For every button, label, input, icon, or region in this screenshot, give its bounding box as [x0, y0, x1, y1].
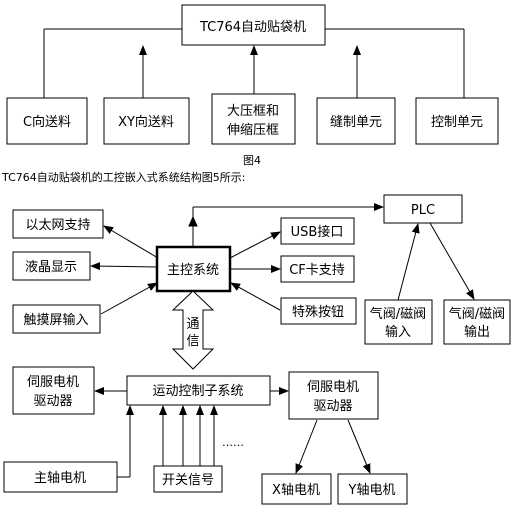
arrow-from-special	[230, 282, 281, 311]
arrow-main-up-head	[188, 215, 198, 227]
box-special-button	[280, 297, 357, 325]
arrow-to-x-motor	[295, 419, 318, 474]
box-valve-output	[443, 299, 511, 345]
box-control-unit	[415, 97, 499, 145]
main-control-label: 主控系统	[167, 263, 219, 278]
box-xy-feed-label: XY向送料	[118, 114, 174, 130]
box-special-button-label: 特殊按钮	[292, 305, 344, 320]
box-lcd-label: 液晶显示	[25, 260, 77, 275]
box-ethernet	[12, 209, 104, 239]
arrow-to-lcd	[90, 262, 158, 271]
system-diagram: 主控系统 以太网支持 液晶显示 触摸屏输入 USB接口 CF卡支持 特殊按钮 P…	[3, 194, 511, 505]
box-servo-right	[288, 371, 379, 420]
box-cf-label: CF卡支持	[289, 263, 345, 278]
top-diagram: TC764自动贴袋机 C向送料 XY向送料 大压框和 伸缩压框 缝制单元 控制单…	[6, 4, 499, 145]
box-x-motor-label: X轴电机	[272, 483, 320, 498]
box-xy-feed	[103, 97, 190, 145]
box-y-motor-label: Y轴电机	[348, 483, 396, 498]
box-sewing-unit-label: 缝制单元	[330, 115, 382, 130]
comm-label-1: 通	[186, 317, 199, 332]
arrow-from-touch	[100, 282, 158, 315]
box-y-motor	[337, 473, 408, 505]
figure-caption: 图4	[243, 154, 261, 167]
comm-double-arrow	[171, 290, 215, 370]
root-box	[181, 4, 326, 46]
box-spindle-motor	[3, 461, 118, 493]
box-press-frame-line1: 大压框和	[227, 104, 279, 119]
box-c-feed-label: C向送料	[23, 114, 71, 130]
box-control-unit-label: 控制单元	[431, 115, 483, 130]
comm-label-2: 信	[186, 334, 199, 349]
box-plc-label: PLC	[411, 203, 435, 218]
arrow-plc-from-input	[397, 223, 420, 301]
arrow-plc-to-output	[429, 222, 475, 300]
box-lcd	[12, 251, 91, 281]
box-servo-right-line1: 伺服电机	[307, 380, 359, 395]
box-usb-label: USB接口	[291, 224, 344, 240]
ellipsis-dots: ……	[222, 436, 244, 449]
box-plc	[383, 194, 463, 224]
box-motion-control	[126, 375, 271, 406]
box-touch	[12, 304, 101, 334]
box-usb	[280, 217, 355, 245]
box-valve-input-line1: 气阀/磁阀	[370, 306, 426, 322]
box-valve-output-line1: 气阀/磁阀	[449, 306, 505, 322]
box-switch-signal-label: 开关信号	[162, 473, 214, 488]
box-servo-left-line2: 驱动器	[33, 394, 72, 409]
arrow-to-usb	[229, 231, 281, 259]
box-c-feed	[6, 97, 88, 145]
box-spindle-motor-label: 主轴电机	[34, 471, 86, 486]
root-label: TC764自动贴袋机	[199, 20, 306, 35]
box-servo-left	[12, 366, 95, 415]
box-switch-signal	[153, 465, 223, 493]
box-sewing-unit	[316, 97, 396, 145]
box-cf	[280, 255, 355, 283]
box-ethernet-label: 以太网支持	[25, 218, 90, 233]
description-text: TC764自动贴袋机的工控嵌入式系统结构图5所示:	[1, 170, 245, 184]
box-motion-control-label: 运动控制子系统	[152, 384, 243, 399]
box-valve-input	[364, 299, 433, 345]
arrow-to-y-motor	[347, 419, 371, 474]
box-valve-input-line2: 输入	[385, 324, 411, 340]
box-touch-label: 触摸屏输入	[23, 312, 88, 328]
box-valve-output-line2: 输出	[464, 324, 490, 340]
arrow-to-ethernet	[103, 225, 159, 259]
box-press-frame-line2: 伸缩压框	[227, 122, 279, 138]
box-servo-left-line1: 伺服电机	[27, 375, 79, 390]
box-servo-right-line2: 驱动器	[313, 399, 352, 414]
box-press-frame	[211, 93, 296, 145]
box-x-motor	[261, 473, 332, 505]
